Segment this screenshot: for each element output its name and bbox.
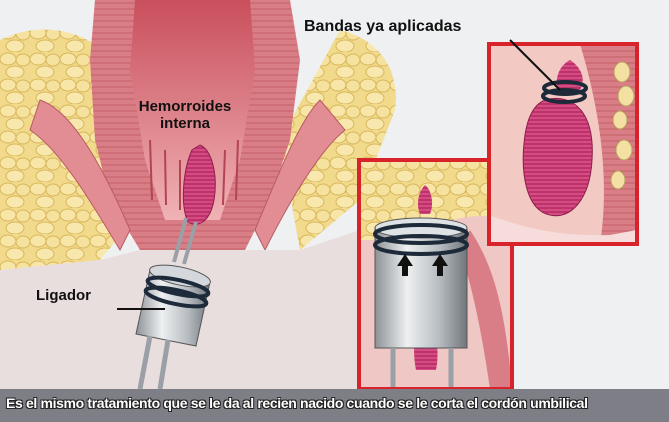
internal-hemorrhoid bbox=[182, 144, 216, 225]
fat-tissue-right bbox=[280, 30, 396, 250]
bands-applied-label: Bandas ya aplicadas bbox=[304, 18, 462, 35]
sphincter-left bbox=[29, 99, 131, 252]
ligator-device bbox=[135, 217, 211, 389]
ligator-label: Ligador bbox=[36, 287, 91, 304]
up-arrow-icon bbox=[397, 254, 413, 276]
hemorrhoid-label: Hemorroides interna bbox=[117, 98, 253, 132]
caption-bar: Es el mismo tratamiento que se le da al … bbox=[0, 389, 669, 422]
inset-border-top-right bbox=[487, 42, 639, 246]
anatomy-illustration bbox=[0, 0, 639, 389]
inset-border-middle bbox=[357, 158, 514, 389]
bands-pointer-line bbox=[509, 39, 561, 91]
hemorrhoid-label-line1: Hemorroides bbox=[138, 98, 232, 115]
mucosal-folds bbox=[149, 139, 239, 210]
hemorrhoid-label-line2: interna bbox=[159, 115, 210, 132]
inset-bands-applied-panel bbox=[489, 44, 637, 244]
inset-suction-panel bbox=[359, 160, 512, 389]
caption-text: Es el mismo tratamiento que se le da al … bbox=[6, 395, 588, 411]
up-arrow-icon bbox=[432, 254, 448, 276]
